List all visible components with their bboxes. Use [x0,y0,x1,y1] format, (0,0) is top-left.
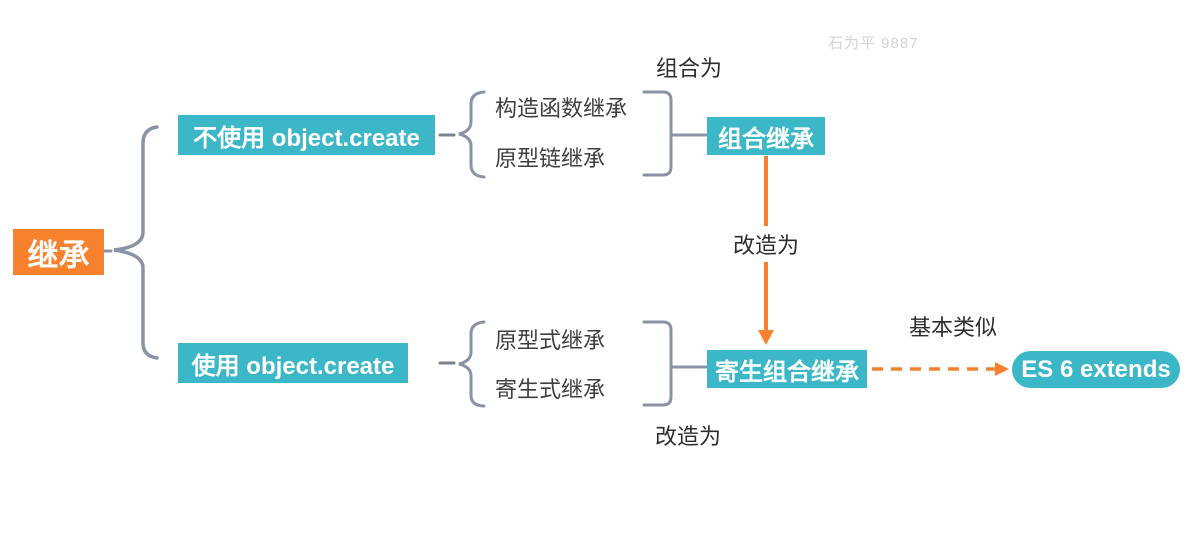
edge-label-transform-to-bottom[interactable]: 改造为 [654,424,722,449]
leaf-constructor-inheritance[interactable]: 构造函数继承 [495,96,628,121]
top-children-brace [458,90,486,179]
node-es6-extends[interactable]: ES 6 extends [1012,351,1180,388]
edge-label-transform-to-mid[interactable]: 改造为 [732,233,800,258]
similar-arrowhead [995,362,1009,376]
edge-label-basically-similar[interactable]: 基本类似 [908,315,998,340]
transform-arrowhead [758,330,774,345]
leaf-prototypal-inheritance[interactable]: 原型式继承 [495,328,606,353]
leaf-prototype-chain-inheritance[interactable]: 原型链继承 [495,146,606,171]
edge-label-combine-as[interactable]: 组合为 [655,56,723,81]
bottom-children-brace [458,320,486,408]
result-node-parasitic-combination-inheritance[interactable]: 寄生组合继承 [707,350,867,388]
root-node-inheritance[interactable]: 继承 [13,229,104,275]
branch-node-with-object-create[interactable]: 使用 object.create [178,343,408,383]
watermark-text: 石为平 9887 [828,35,919,52]
leaf-parasitic-inheritance[interactable]: 寄生式继承 [495,377,606,402]
bottom-merge-bracket [642,320,673,407]
result-node-combination-inheritance[interactable]: 组合继承 [707,117,825,155]
branch-node-without-object-create[interactable]: 不使用 object.create [178,115,435,155]
top-merge-bracket [642,90,673,177]
root-children-brace [113,125,159,360]
